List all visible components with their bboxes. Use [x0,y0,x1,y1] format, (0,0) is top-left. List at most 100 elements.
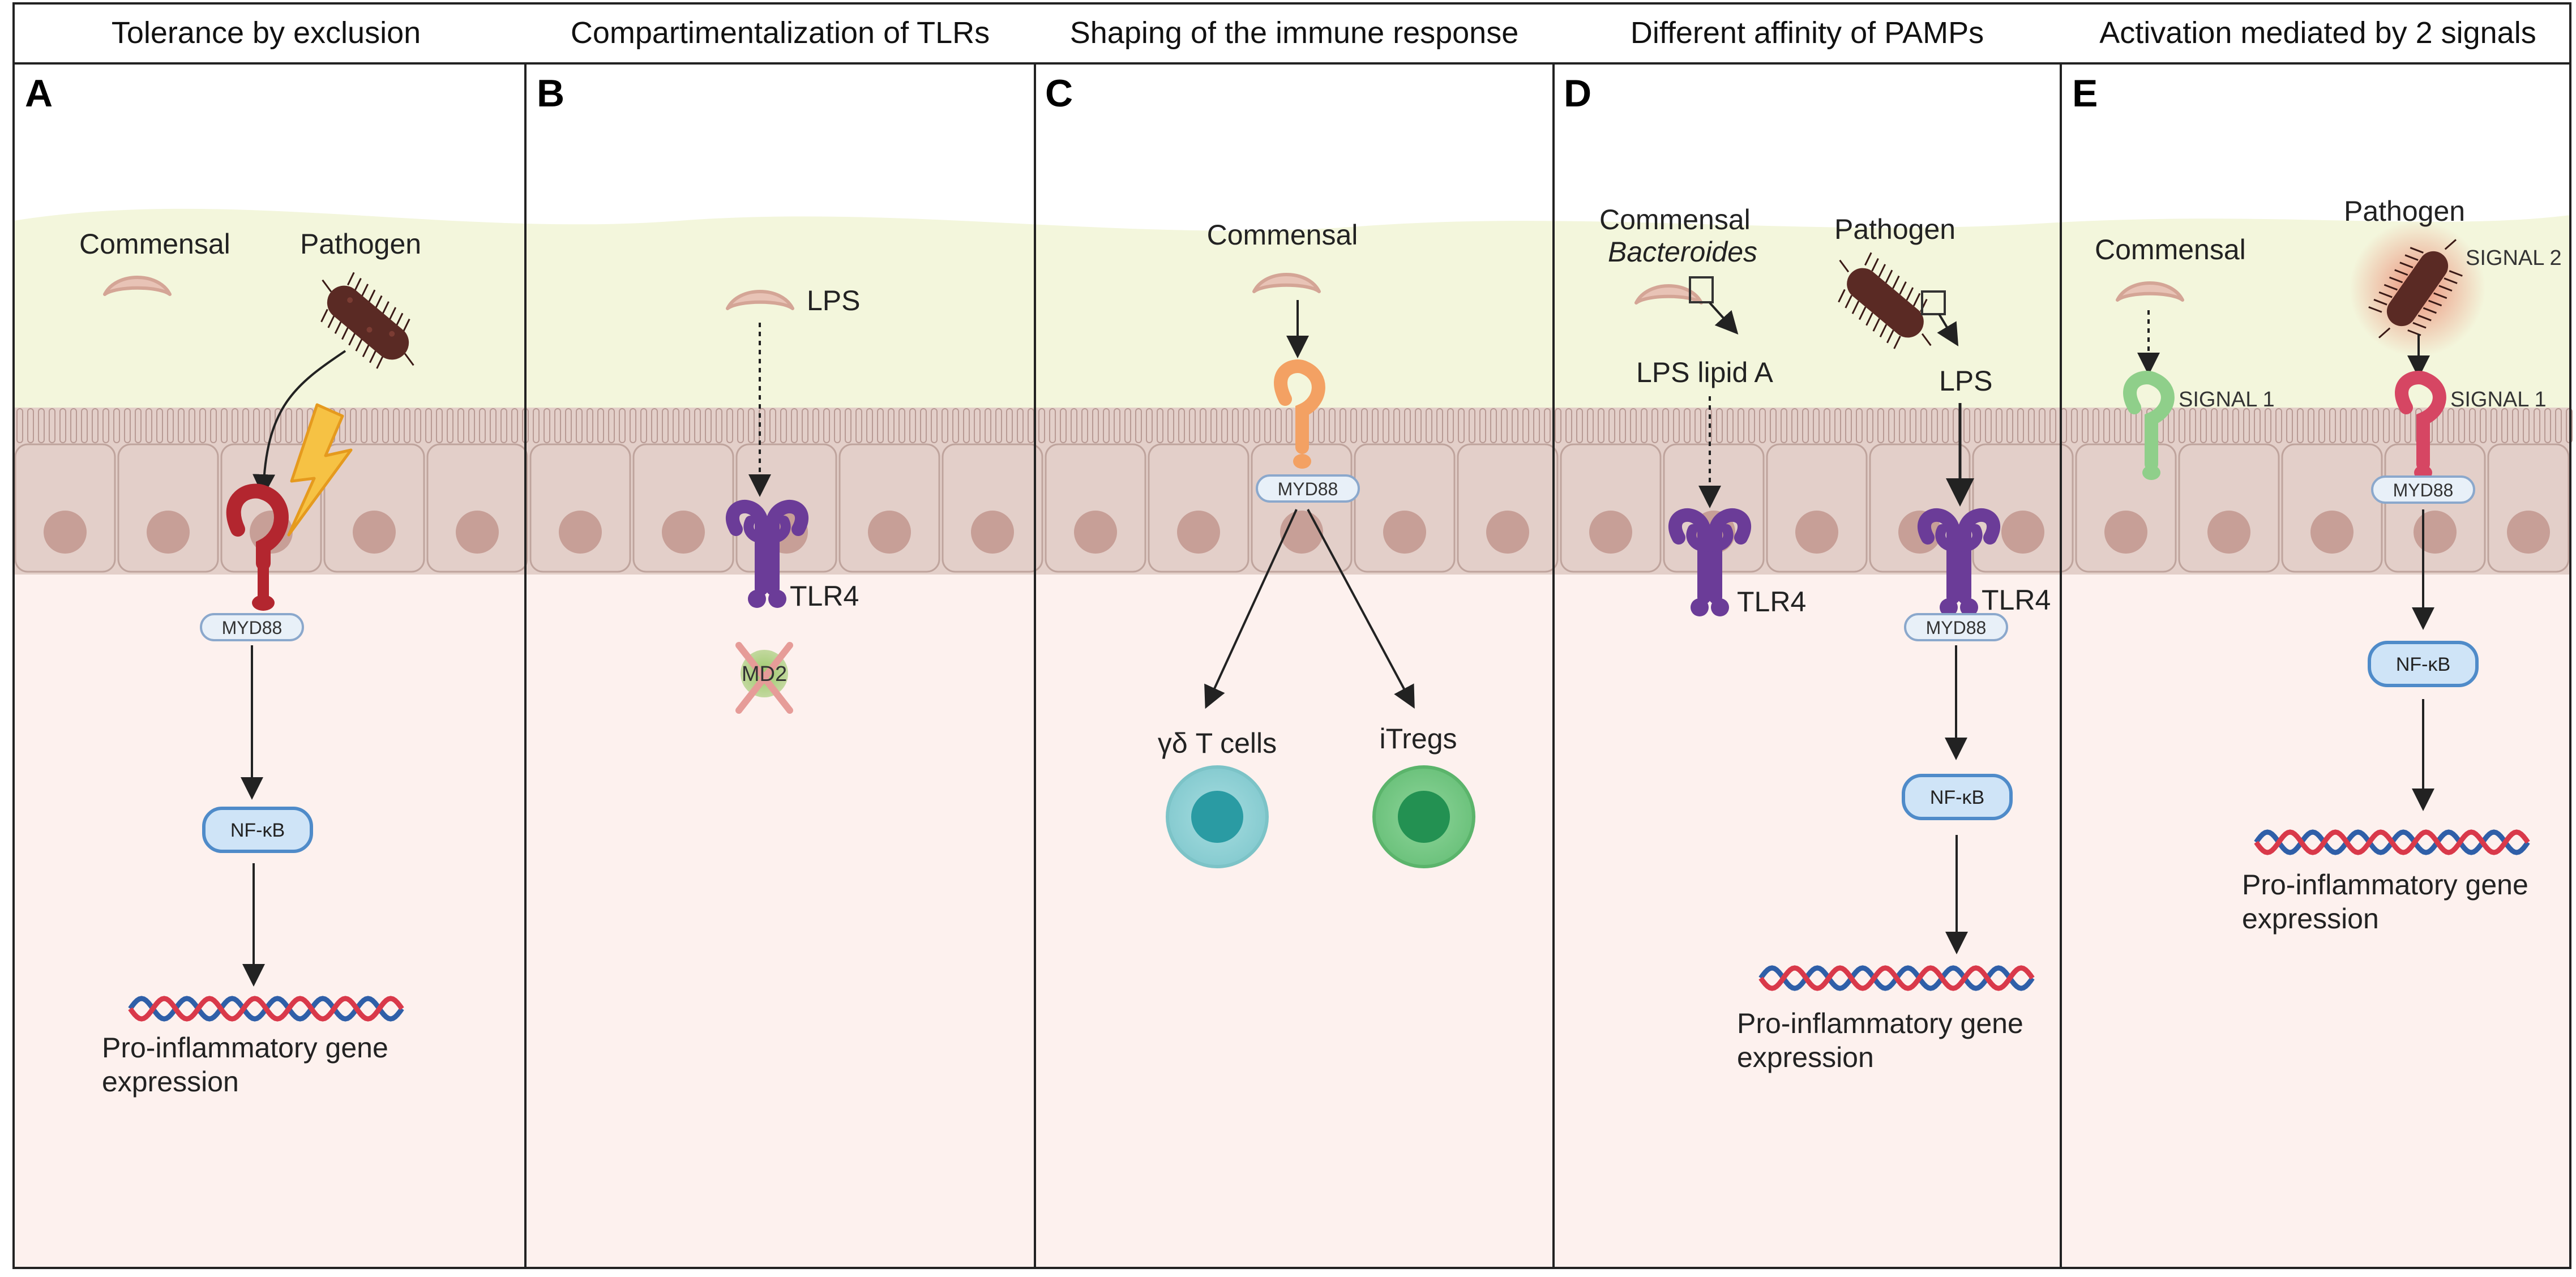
pilus [388,307,397,320]
d-dna-icon [1758,965,2035,991]
microvillus [716,408,722,443]
microvillus [2308,408,2314,443]
microvillus [1931,408,1938,443]
microvillus [156,408,163,443]
c-gd-t-cell [1166,765,1269,868]
b-lps-bacterium [726,290,794,310]
microvillus [952,408,959,443]
microvillus [511,408,518,443]
c-arrow-to-itregs [1307,509,1415,709]
d-myd88-label: MYD88 [1926,618,1987,638]
microvillus [2017,408,2024,443]
microvillus [748,408,755,443]
a-pathogen-arrow [253,350,346,497]
cell-nucleus [2001,511,2044,554]
microvillus [769,408,776,443]
a-pathogen-label: Pathogen [300,228,421,260]
microvillus [802,408,808,443]
microvillus [2329,408,2336,443]
pilus [354,277,362,292]
microvillus [726,408,733,443]
a-expression-line2: expression [102,1066,239,1098]
microvillus [1985,408,1992,443]
pilus [1899,281,1907,295]
epithelial-cell [1354,443,1456,573]
b-md2-label: MD2 [742,662,787,686]
d-commensal-zoom-box [1689,276,1714,303]
microvillus [2114,408,2121,443]
microvillus [436,408,443,443]
microvillus [1544,408,1551,443]
microvillus [791,408,798,443]
pilus [2412,322,2427,329]
a-expression-line1: Pro-inflammatory gene [102,1032,388,1064]
microvillus [2544,408,2551,443]
microvillus [2200,408,2207,443]
microvillus [199,408,206,443]
microvillus [1447,408,1454,443]
e-pathogen-label: Pathogen [2344,195,2465,227]
microvillus [1694,408,1701,443]
microvillus [1426,408,1432,443]
panel-b-letter: B [537,72,564,115]
dna-strand-red [1758,965,2035,991]
pilus [1879,324,1888,338]
d-commensal-label: Commensal [1599,204,1751,235]
c-arrow-to-gd [1204,509,1298,709]
pilus [2378,291,2393,298]
microvillus [1221,408,1228,443]
cell-nucleus [1486,511,1529,554]
microvillus [1038,408,1045,443]
microvillus [651,408,658,443]
panel-c-title: Shaping of the immune response [1070,16,1519,50]
microvillus [1146,408,1153,443]
pilus [1865,312,1873,326]
microvillus [1167,408,1174,443]
dna-strand-red [128,996,404,1022]
microvillus [479,408,486,443]
microvillus [662,408,669,443]
microvillus [2318,408,2325,443]
microvillus [1350,408,1357,443]
microvillus [102,408,109,443]
b-lps-label: LPS [807,285,861,316]
microvillus [1533,408,1540,443]
microvillus [1243,408,1250,443]
microvillus [49,408,55,443]
pilus [1912,293,1921,307]
microvillus [1791,408,1798,443]
pilus [348,332,356,346]
pilus [367,289,376,303]
microvillus [59,408,66,443]
panel-b: LPS TLR4 MD2 [726,285,861,714]
microvillus [1210,408,1217,443]
pilus [1839,259,1850,273]
panel-a: Commensal Pathogen MYD88 NF-κB Pro-infla… [79,228,421,1098]
a-commensal-label: Commensal [79,228,230,260]
pilus [2423,307,2437,314]
microvillus [2125,408,2132,443]
pilus [1878,264,1886,277]
microvillus [221,408,228,443]
microvillus [135,408,142,443]
panel-b-title: Compartimentalization of TLRs [571,16,990,50]
cell-nucleus [1589,511,1632,554]
epithelial-cell [117,443,219,573]
microvillus [608,408,615,443]
microvillus [1565,408,1572,443]
d-pathogen-label: Pathogen [1834,213,1955,245]
microvillus [2383,408,2390,443]
microvillus [1081,408,1088,443]
microvillus [1684,408,1691,443]
microvillus [1587,408,1594,443]
cell-nucleus [1074,511,1117,554]
microvillus [2351,408,2357,443]
microvillus [694,408,701,443]
microvillus [490,408,497,443]
microvillus [985,408,991,443]
microvillus [1996,408,2002,443]
microvillus [2103,408,2110,443]
epithelial-cells [14,443,2570,573]
microvillus [1888,408,1895,443]
microvillus [2028,408,2035,443]
